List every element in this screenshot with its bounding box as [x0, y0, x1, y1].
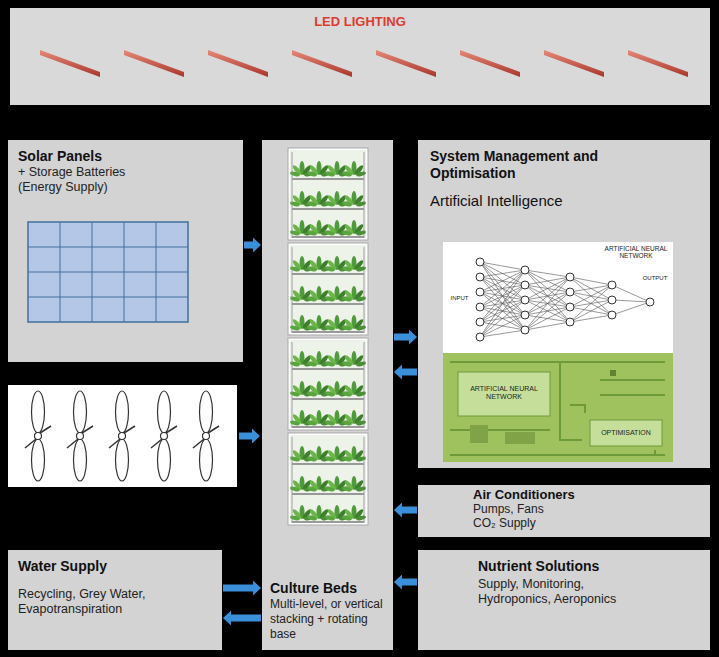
water-box: Water SupplyRecycling, Grey Water, Evapo… — [8, 550, 222, 650]
box-heading: LED LIGHTING — [314, 14, 406, 30]
flow-arrow — [223, 581, 261, 596]
flow-arrow — [394, 365, 417, 380]
culture-box: Culture BedsMulti-level, or vertical sta… — [262, 140, 393, 650]
flow-arrow — [394, 503, 417, 518]
figure-label: OUTPUT — [638, 275, 672, 282]
climate-box: Air ConditionersPumps, Fans CO₂ Supply — [418, 485, 710, 537]
flow-arrow — [244, 238, 261, 253]
box-body: Artificial Intelligence — [430, 192, 563, 210]
figure-label: ARTIFICIAL NEURAL NETWORK — [460, 385, 548, 400]
box-heading: System Management and Optimisation — [430, 148, 640, 182]
box-heading: Solar Panels — [18, 148, 102, 165]
box-heading: Culture Beds — [270, 580, 357, 597]
box-heading: Water Supply — [18, 558, 107, 575]
box-heading: Air Conditioners — [473, 488, 575, 503]
box-body: Recycling, Grey Water, Evapotranspiratio… — [18, 587, 212, 618]
nutrient-box: Nutrient SolutionsSupply, Monitoring, Hy… — [418, 550, 710, 650]
figure-label: ARTIFICIAL NEURAL NETWORK — [600, 245, 672, 259]
wind-turbines — [8, 385, 237, 487]
banner-band: LED LIGHTING — [10, 8, 710, 105]
management-box: System Management and OptimisationArtifi… — [418, 140, 710, 468]
flow-arrow — [394, 330, 417, 345]
energy-box: Solar Panels+ Storage Batteries (Energy … — [8, 140, 243, 362]
box-body: + Storage Batteries (Energy Supply) — [18, 165, 148, 196]
box-body: Pumps, Fans CO₂ Supply — [473, 503, 553, 531]
box-body: Multi-level, or vertical stacking + rota… — [270, 597, 385, 642]
figure-label: OPTIMISATION — [592, 429, 660, 437]
flow-arrow — [223, 611, 261, 626]
box-body: Supply, Monitoring, Hydroponics, Aeropon… — [478, 577, 648, 608]
flow-arrow — [394, 575, 417, 590]
flow-arrow — [239, 429, 260, 444]
figure-label: INPUT — [446, 295, 473, 302]
box-heading: Nutrient Solutions — [478, 558, 599, 575]
